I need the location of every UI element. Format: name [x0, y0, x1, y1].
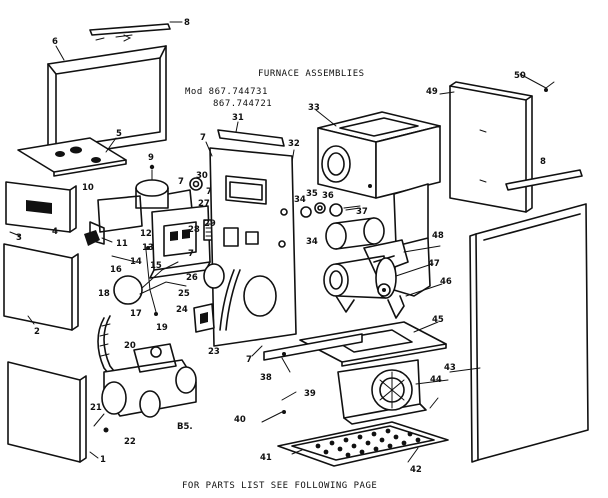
part-screws	[281, 391, 439, 414]
part-right-panel	[449, 81, 533, 213]
part-filter-grille	[277, 421, 449, 467]
part-fitting-30	[189, 177, 203, 191]
part-sight-fittings	[300, 202, 361, 218]
callout-8-top: 8	[184, 18, 190, 28]
callout-16: 16	[110, 265, 122, 275]
part-bracket-31	[217, 129, 285, 147]
callout-25: 25	[178, 289, 190, 299]
callout-3: 3	[16, 233, 22, 243]
callout-6: 6	[52, 37, 58, 47]
callout-labels: 8 6 5 9 7 10 11 3 4 2 1 12 13 14 15 16 1…	[16, 18, 546, 475]
callout-22: 22	[124, 437, 136, 447]
part-control-plate	[5, 181, 77, 233]
callout-7-d: 7	[178, 177, 184, 187]
callout-27: 27	[198, 199, 210, 209]
part-burner-assembly	[93, 343, 197, 433]
callout-31: 31	[232, 113, 244, 123]
part-vestibule-panel	[203, 147, 297, 347]
model-number-1: Mod 867.744731	[185, 87, 268, 97]
part-limit-switch	[193, 269, 241, 333]
part-vent-pipe-lower	[323, 255, 405, 319]
callout-19: 19	[156, 323, 168, 333]
callout-38: 38	[260, 373, 272, 383]
callout-13: 13	[142, 243, 154, 253]
part-wire-harness	[111, 246, 187, 316]
part-back-panel	[47, 45, 167, 159]
part-top-rail	[89, 23, 171, 42]
part-junction-box	[84, 195, 143, 246]
part-right-rail	[505, 169, 583, 191]
callout-33: 33	[308, 103, 320, 113]
callout-12: 12	[140, 229, 152, 239]
part-top-plate	[17, 137, 127, 177]
callout-39: 39	[304, 389, 316, 399]
callout-34-b: 34	[306, 237, 318, 247]
callout-9: 9	[148, 153, 154, 163]
footer-note: FOR PARTS LIST SEE FOLLOWING PAGE	[182, 481, 377, 491]
part-side-rail	[263, 333, 363, 361]
callout-37: 37	[356, 207, 368, 217]
callout-35: 35	[306, 189, 318, 199]
part-vent-pipe-upper	[325, 217, 385, 250]
callout-7-a: 7	[200, 133, 206, 143]
callout-24: 24	[176, 305, 188, 315]
callout-14: 14	[130, 257, 142, 267]
callout-17: 17	[130, 309, 142, 319]
callout-20: 20	[124, 341, 136, 351]
callout-11: 11	[116, 239, 128, 249]
part-heat-exchanger	[317, 111, 441, 297]
callout-34-a: 34	[294, 195, 306, 205]
callout-40: 40	[234, 415, 246, 425]
callout-1: 1	[100, 455, 106, 465]
callout-10: 10	[82, 183, 94, 193]
callout-36: 36	[322, 191, 334, 201]
diagram-title: FURNACE ASSEMBLIES	[258, 69, 365, 79]
leader-lines	[9, 21, 547, 463]
part-pilot-assembly	[135, 164, 193, 215]
part-door	[7, 361, 87, 463]
callout-15: 15	[150, 261, 162, 271]
callout-8-right: 8	[540, 157, 546, 167]
part-blower	[337, 359, 427, 425]
callout-50: 50	[514, 71, 526, 81]
callout-30: 30	[196, 171, 208, 181]
callout-4: 4	[52, 227, 58, 237]
callout-7-c: 7	[206, 187, 212, 197]
model-number-2: 867.744721	[213, 99, 272, 109]
callout-45: 45	[432, 315, 444, 325]
part-screw-50	[544, 81, 555, 92]
part-pilot-tube	[97, 315, 119, 379]
part-front-door	[469, 203, 589, 463]
callout-49: 49	[426, 87, 438, 97]
callout-32: 32	[288, 139, 300, 149]
callout-41: 41	[260, 453, 272, 463]
callout-7-e: 7	[246, 355, 252, 365]
callout-46: 46	[440, 277, 452, 287]
callout-29: 29	[204, 219, 216, 229]
callout-44: 44	[430, 375, 442, 385]
part-lower-left-panel	[3, 243, 79, 331]
callout-48: 48	[432, 231, 444, 241]
callout-5: 5	[116, 129, 122, 139]
callout-26: 26	[186, 273, 198, 283]
part-blower-plate	[299, 321, 447, 367]
callout-28: 28	[188, 225, 200, 235]
part-elbow	[363, 239, 409, 275]
callout-2: 2	[34, 327, 40, 337]
callout-7-b: 7	[188, 249, 194, 259]
callout-18: 18	[98, 289, 110, 299]
figure-code: B5.	[177, 422, 193, 432]
callout-47: 47	[428, 259, 440, 269]
callout-23: 23	[208, 347, 220, 357]
callout-43: 43	[444, 363, 456, 373]
callout-21: 21	[90, 403, 102, 413]
callout-42: 42	[410, 465, 422, 475]
